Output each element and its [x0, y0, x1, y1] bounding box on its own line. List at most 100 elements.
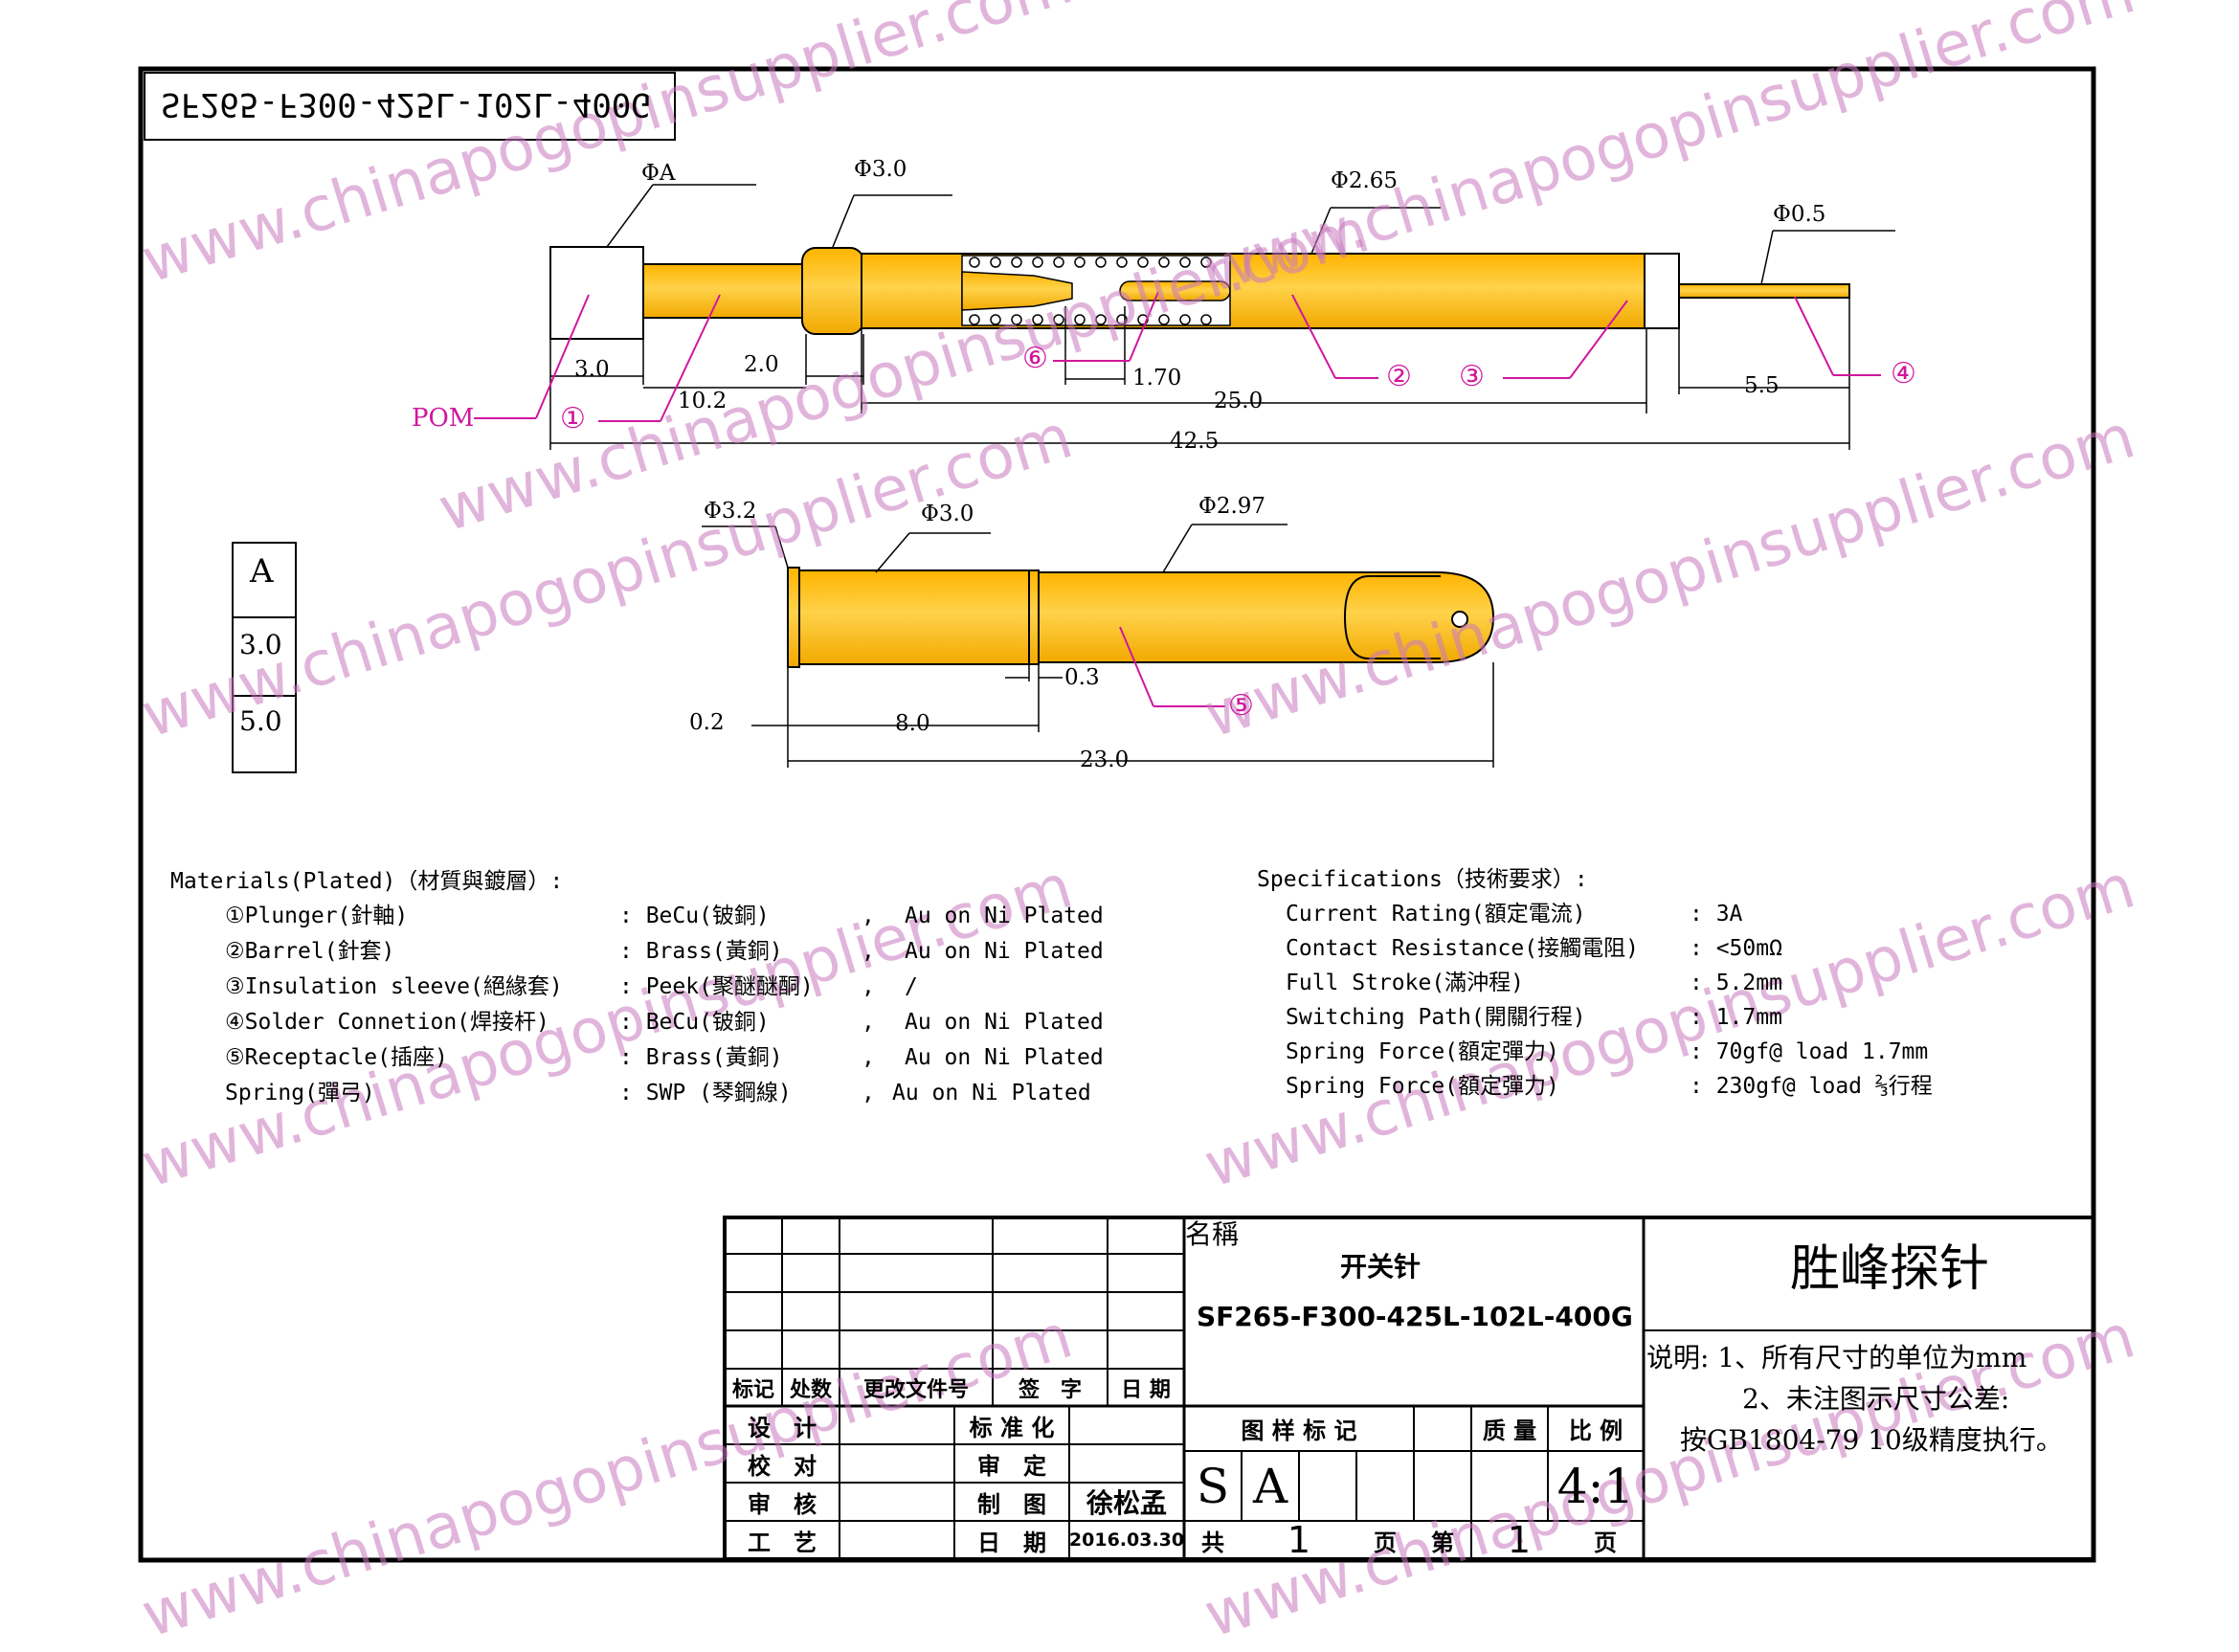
- company-name: 胜峰探针: [1790, 1240, 1990, 1298]
- sheet-value: 1: [1507, 1519, 1532, 1561]
- material-name: ②Barrel(針套): [225, 939, 395, 964]
- material-name: ③Insulation sleeve(絕緣套): [225, 974, 563, 999]
- spec-value: : <50mΩ: [1690, 936, 1782, 961]
- material-name: ④Solder Connetion(焊接杆): [225, 1010, 549, 1035]
- name-label: 名稱: [1185, 1218, 1240, 1250]
- label-process: 工 艺: [748, 1529, 817, 1556]
- callout-1: ①: [560, 402, 586, 435]
- dim-neck: 2.0: [744, 352, 779, 377]
- material-value: : BeCu(铍銅): [619, 904, 770, 928]
- callout-dia-tail: Φ0.5: [1773, 202, 1826, 227]
- title-block-grid: [723, 1216, 2095, 1561]
- spec-label: Contact Resistance(接觸電阻): [1286, 936, 1639, 961]
- dim-head: 3.0: [574, 357, 610, 382]
- material-name: Spring(彈弓): [225, 1081, 375, 1105]
- total-label: 共: [1201, 1529, 1224, 1556]
- material-plating: Au on Ni Plated: [905, 904, 1104, 928]
- material-value: : Brass(黃銅): [619, 1045, 783, 1070]
- dim-groove: 0.3: [1064, 665, 1100, 690]
- label-audit: 审 定: [977, 1452, 1046, 1480]
- dim-flange: 0.2: [689, 710, 725, 735]
- table-a-row: 5.0: [239, 705, 282, 737]
- mirrored-part-number: SF265-F300-425L-102L-400G: [161, 85, 651, 123]
- label-draw: 制 图: [977, 1490, 1046, 1518]
- callout-2: ②: [1386, 360, 1412, 393]
- receptacle-tube: [1038, 571, 1495, 663]
- table-a-grid: [232, 542, 297, 773]
- solder-tail: [1678, 283, 1850, 299]
- receptacle-hole: [1451, 611, 1468, 628]
- label-date: 日 期: [977, 1529, 1046, 1556]
- mirrored-title-box: [144, 72, 676, 141]
- note-1: 说明: 1、所有尺寸的单位为mm: [1646, 1342, 2027, 1373]
- receptacle-body: [798, 569, 1036, 665]
- materials-title: Materials(Plated)（材質與鍍層）:: [170, 869, 564, 894]
- switch-pin: [1119, 280, 1231, 301]
- material-value: : BeCu(铍銅): [619, 1010, 770, 1035]
- callout-dia-a: ΦA: [641, 161, 676, 186]
- material-plating: Au on Ni Plated: [905, 939, 1104, 964]
- spec-label: Spring Force(額定彈力): [1286, 1074, 1559, 1099]
- receptacle-groove: [1028, 569, 1040, 665]
- material-sep: ,: [862, 974, 875, 999]
- spec-value: : 230gf@ load ⅔行程: [1690, 1074, 1933, 1099]
- sheet-page-label: 页: [1594, 1529, 1617, 1556]
- note-3: 按GB1804-79 10级精度执行。: [1680, 1424, 2063, 1456]
- rev-header-count: 处数: [789, 1377, 832, 1402]
- spec-label: Current Rating(額定電流): [1286, 902, 1586, 926]
- pattern-label: 图 样 标 记: [1241, 1418, 1357, 1444]
- callout-5: ⑤: [1228, 689, 1254, 723]
- rev-header-sign: 签 字: [1018, 1377, 1082, 1402]
- probe-drawing: [549, 246, 1850, 340]
- total-value: 1: [1287, 1519, 1311, 1561]
- material-sep: ,: [862, 904, 875, 928]
- rev-header-date: 日 期: [1121, 1377, 1171, 1402]
- spec-label: Spring Force(額定彈力): [1286, 1039, 1559, 1064]
- material-sep: ,: [862, 1045, 875, 1070]
- spec-label: Full Stroke(滿沖程): [1286, 971, 1525, 995]
- insulation-sleeve: [1644, 253, 1680, 329]
- spring-coils: [969, 257, 1212, 325]
- mark-a: A: [1252, 1458, 1288, 1514]
- material-value: : Peek(聚醚醚酮): [619, 974, 814, 999]
- inner-plunger: [961, 271, 1073, 311]
- drawing-sheet: [138, 66, 2096, 1563]
- label-check: 校 对: [748, 1452, 817, 1480]
- material-name: ⑤Receptacle(插座): [225, 1045, 448, 1070]
- dim-plunger: 10.2: [678, 389, 728, 413]
- callout-dia-flange: Φ3.2: [704, 499, 757, 524]
- callout-dia-head: Φ3.0: [854, 157, 907, 182]
- callout-3: ③: [1459, 360, 1485, 393]
- material-plating: /: [905, 974, 918, 999]
- label-standard: 标 准 化: [969, 1414, 1055, 1441]
- table-a-row: 3.0: [239, 629, 282, 660]
- sheet-label: 第: [1431, 1529, 1454, 1556]
- label-design: 设 计: [748, 1414, 817, 1441]
- total-page-label: 页: [1374, 1529, 1397, 1556]
- draw-date: 2016.03.30: [1068, 1529, 1185, 1551]
- plunger-shaft: [642, 263, 807, 319]
- material-value: : SWP (琴鋼線): [619, 1081, 792, 1105]
- spec-value: : 70gf@ load 1.7mm: [1690, 1039, 1929, 1064]
- material-sep: ,: [862, 1081, 875, 1105]
- material-plating: Au on Ni Plated: [892, 1081, 1091, 1105]
- callout-dia-body: Φ3.0: [921, 502, 974, 526]
- spec-label: Switching Path(開關行程): [1286, 1005, 1586, 1030]
- receptacle-slot: [1343, 575, 1441, 659]
- probe-dimensions: [549, 184, 1895, 450]
- table-a-header: A: [250, 552, 274, 591]
- dim-barrel: 25.0: [1214, 389, 1264, 413]
- weight-label: 质 量: [1482, 1418, 1537, 1444]
- dim-body: 8.0: [895, 711, 930, 736]
- rev-header-mark: 标记: [731, 1377, 774, 1402]
- spec-value: : 1.7mm: [1690, 1005, 1782, 1030]
- specs-title: Specifications（技術要求）:: [1257, 867, 1588, 892]
- material-plating: Au on Ni Plated: [905, 1045, 1104, 1070]
- material-plating: Au on Ni Plated: [905, 1010, 1104, 1035]
- receptacle-dimensions: [702, 524, 1494, 768]
- dim-tail: 5.5: [1744, 373, 1780, 398]
- dim-stroke: 1.70: [1132, 366, 1182, 391]
- spec-value: : 5.2mm: [1690, 971, 1782, 995]
- label-review: 审 核: [748, 1490, 817, 1518]
- callout-6: ⑥: [1022, 342, 1048, 375]
